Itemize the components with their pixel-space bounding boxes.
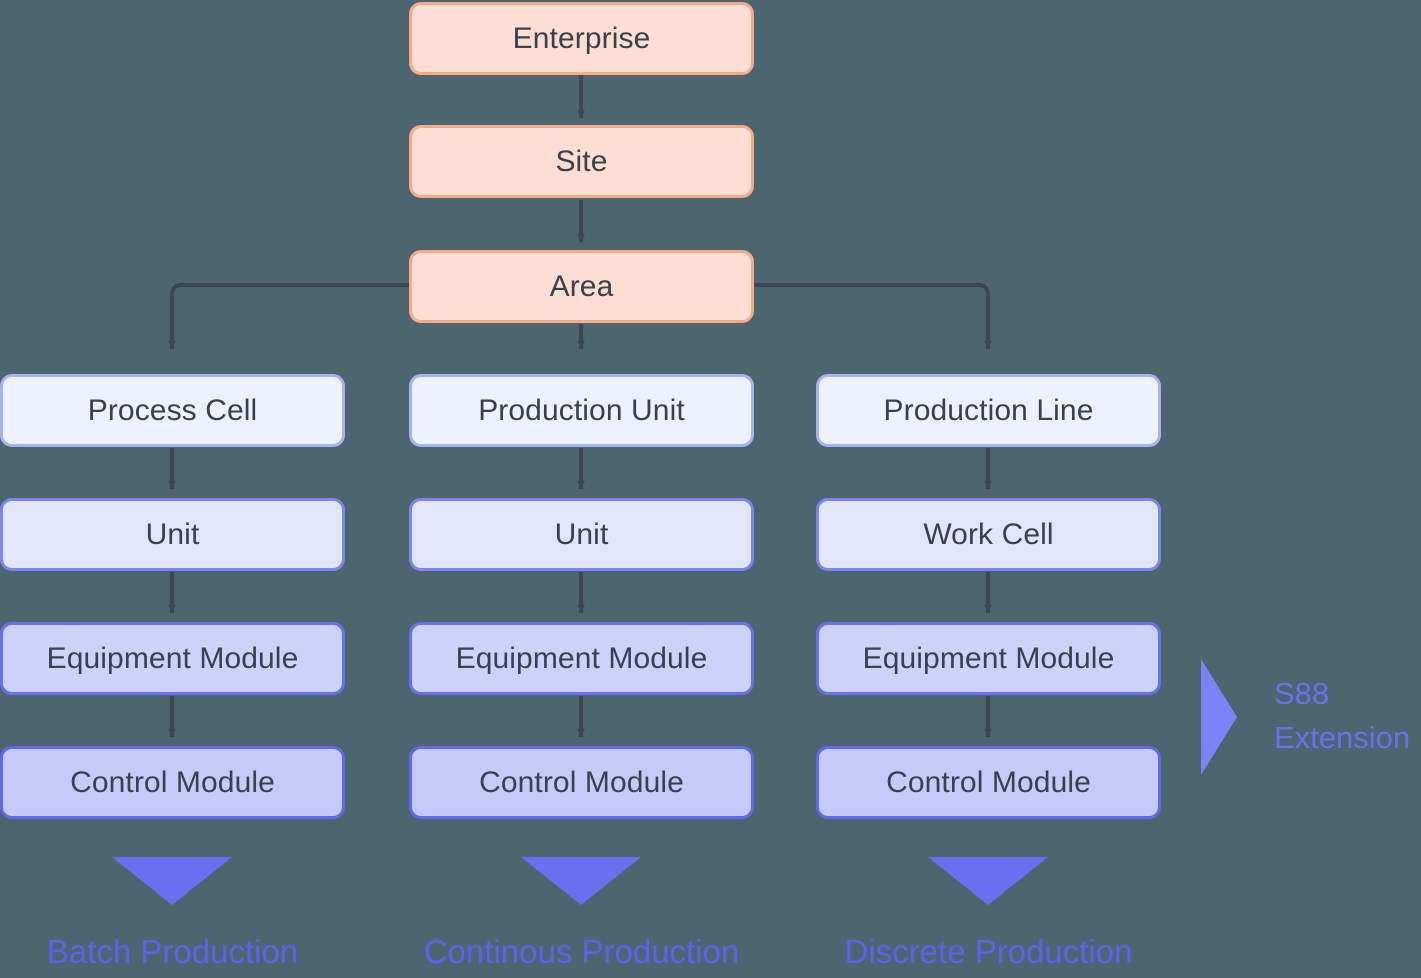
node-area[interactable]: Area xyxy=(409,250,754,323)
node-area-label: Area xyxy=(549,269,614,303)
node-work-cell-label: Work Cell xyxy=(923,517,1054,551)
node-unit-left-label: Unit xyxy=(145,517,200,551)
node-control-module-middle-label: Control Module xyxy=(479,765,684,799)
node-production-line[interactable]: Production Line xyxy=(816,374,1161,447)
outcome-arrow-continuous xyxy=(521,857,641,905)
outcome-label-discrete: Discrete Production xyxy=(816,933,1161,971)
node-work-cell[interactable]: Work Cell xyxy=(816,498,1161,571)
node-control-module-right[interactable]: Control Module xyxy=(816,746,1161,819)
node-production-unit-label: Production Unit xyxy=(478,393,685,427)
s88-extension-line1: S88 xyxy=(1274,676,1330,711)
outcome-label-continuous: Continous Production xyxy=(409,933,754,971)
node-enterprise-label: Enterprise xyxy=(512,21,651,55)
node-production-unit[interactable]: Production Unit xyxy=(409,374,754,447)
node-equipment-module-left-label: Equipment Module xyxy=(46,641,299,675)
outcome-label-discrete-text: Discrete Production xyxy=(844,933,1133,970)
node-equipment-module-middle[interactable]: Equipment Module xyxy=(409,622,754,695)
outcome-arrow-batch xyxy=(112,857,232,905)
s88-extension-arrow-icon xyxy=(1201,659,1237,775)
outcome-label-batch: Batch Production xyxy=(0,933,345,971)
node-unit-middle-label: Unit xyxy=(554,517,609,551)
arrow-area-production-line xyxy=(754,282,992,350)
node-enterprise[interactable]: Enterprise xyxy=(409,2,754,75)
node-control-module-middle[interactable]: Control Module xyxy=(409,746,754,819)
node-equipment-module-right-label: Equipment Module xyxy=(862,641,1115,675)
s88-extension-line2: Extension xyxy=(1274,720,1411,755)
node-equipment-module-middle-label: Equipment Module xyxy=(455,641,708,675)
outcome-label-continuous-text: Continous Production xyxy=(423,933,740,970)
node-unit-left[interactable]: Unit xyxy=(0,498,345,571)
node-process-cell[interactable]: Process Cell xyxy=(0,374,345,447)
node-control-module-left-label: Control Module xyxy=(70,765,275,799)
node-production-line-label: Production Line xyxy=(883,393,1094,427)
node-site[interactable]: Site xyxy=(409,125,754,198)
outcome-label-batch-text: Batch Production xyxy=(46,933,299,970)
s88-extension-label: S88 Extension xyxy=(1274,672,1410,760)
arrow-area-process-cell xyxy=(168,282,409,350)
node-process-cell-label: Process Cell xyxy=(87,393,258,427)
node-equipment-module-right[interactable]: Equipment Module xyxy=(816,622,1161,695)
node-control-module-right-label: Control Module xyxy=(886,765,1091,799)
node-site-label: Site xyxy=(555,144,608,178)
node-unit-middle[interactable]: Unit xyxy=(409,498,754,571)
node-equipment-module-left[interactable]: Equipment Module xyxy=(0,622,345,695)
outcome-arrow-discrete xyxy=(928,857,1048,905)
node-control-module-left[interactable]: Control Module xyxy=(0,746,345,819)
